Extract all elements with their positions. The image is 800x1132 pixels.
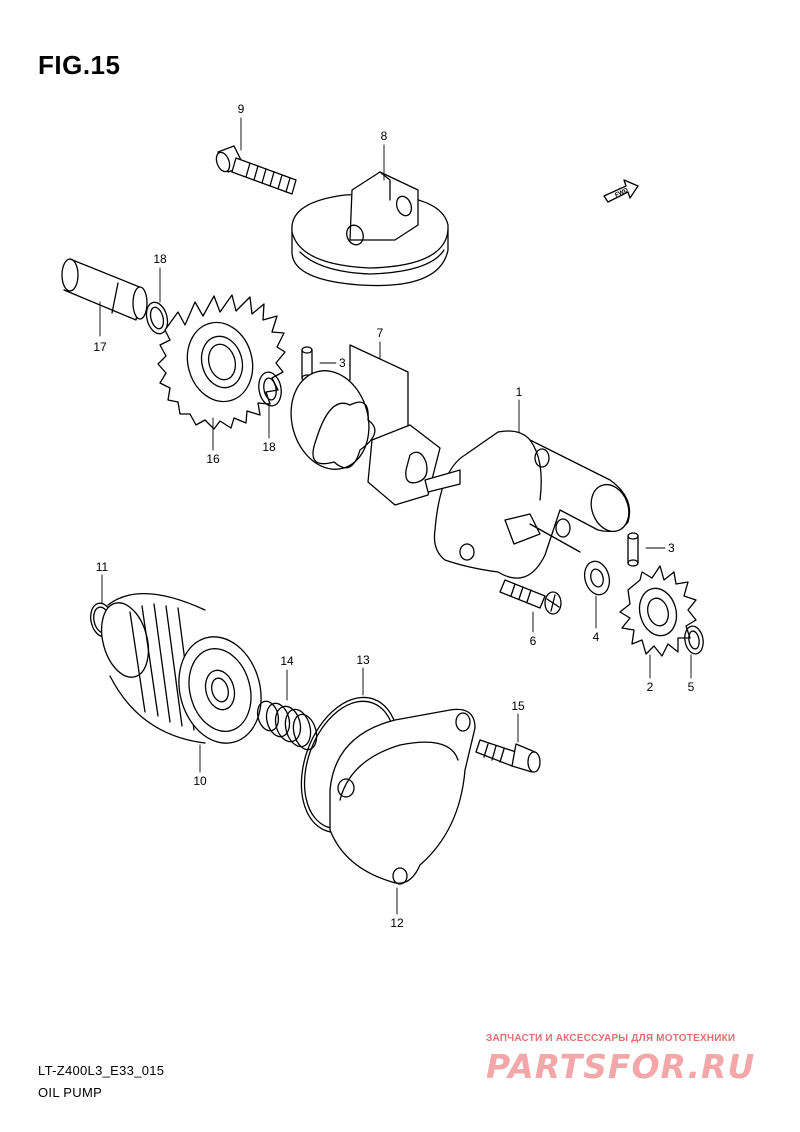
part-7-rotor-set [290, 344, 441, 506]
part-3-pin-lower [627, 532, 639, 567]
callout-13: 13 [356, 653, 370, 667]
model-code: LT-Z400L3_E33_015 [38, 1063, 165, 1078]
callout-16: 16 [206, 452, 220, 466]
callout-3-lower: 3 [668, 541, 675, 555]
part-12-filter-cover [329, 708, 476, 885]
part-6-screw [499, 579, 562, 615]
part-9-bolt [215, 145, 297, 195]
callout-6: 6 [530, 634, 537, 648]
callout-4: 4 [593, 630, 600, 644]
part-16-gear [157, 294, 286, 430]
callout-5: 5 [688, 680, 695, 694]
watermark-tagline: ЗАПЧАСТИ И АКСЕССУАРЫ ДЛЯ МОТОТЕХНИКИ [486, 1033, 736, 1044]
assembly-name: OIL PUMP [38, 1085, 103, 1100]
callout-15: 15 [511, 699, 525, 713]
callout-2: 2 [647, 680, 654, 694]
callout-18-upper: 18 [153, 252, 167, 266]
fwd-arrow-icon [603, 179, 639, 203]
callout-1: 1 [516, 385, 523, 399]
callout-3-upper: 3 [339, 356, 346, 370]
part-15-bolt [475, 739, 541, 773]
callout-numbers: 9 8 18 17 7 3 1 16 18 3 11 4 6 2 5 14 13… [93, 102, 694, 930]
part-18-circlip-upper [145, 301, 169, 335]
callout-12: 12 [390, 916, 404, 930]
part-14-spring [256, 700, 318, 751]
callout-10: 10 [193, 774, 207, 788]
callout-8: 8 [381, 129, 388, 143]
callout-17: 17 [93, 340, 107, 354]
figure-title: FIG.15 [38, 50, 121, 80]
part-10-oil-filter [100, 592, 262, 744]
callout-7: 7 [377, 326, 384, 340]
watermark-brand: PARTSFOR.RU [486, 1047, 756, 1086]
part-4-washer [583, 560, 611, 596]
part-2-gear [619, 565, 697, 657]
part-5-circlip [684, 625, 704, 655]
callout-11: 11 [96, 560, 109, 574]
callout-9: 9 [238, 102, 245, 116]
part-18-circlip-lower [258, 371, 282, 407]
part-17-shaft [61, 258, 148, 321]
part-1-pump-body [424, 430, 631, 579]
callout-18-lower: 18 [262, 440, 276, 454]
leader-lines [99, 117, 692, 915]
fwd-label: FWD [614, 187, 630, 198]
part-8-cover [291, 171, 449, 287]
callout-14: 14 [280, 654, 294, 668]
